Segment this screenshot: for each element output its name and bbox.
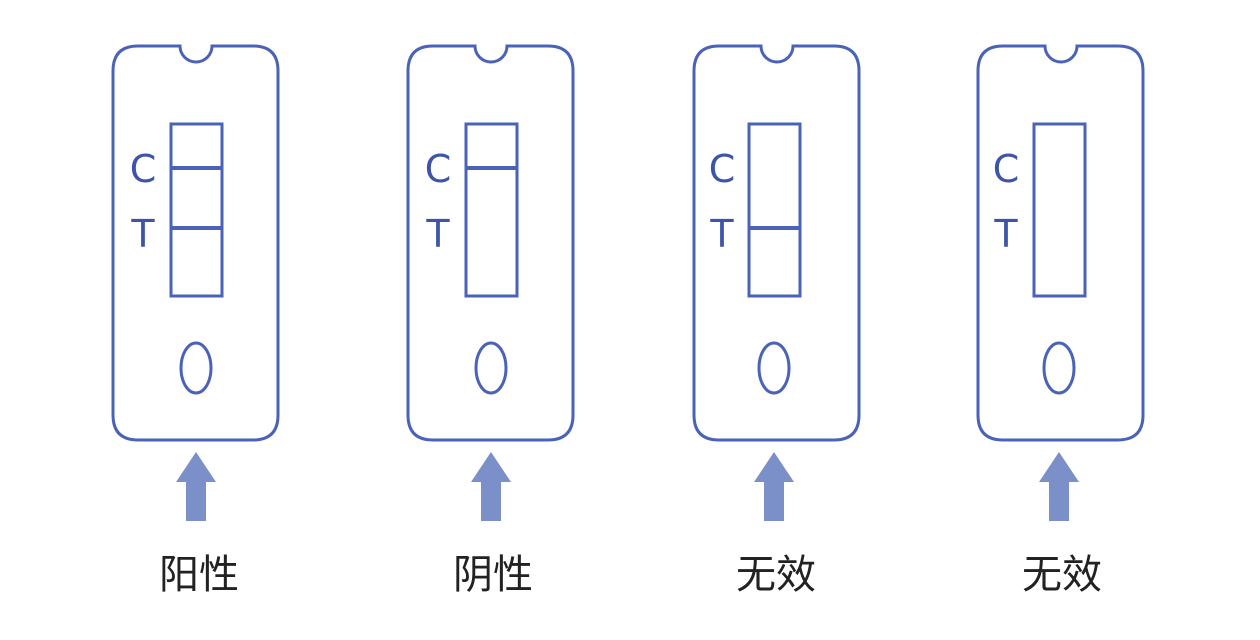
test-marker: T (130, 212, 155, 256)
result-window (464, 122, 519, 298)
card-group-3: C T 无效 (692, 44, 861, 598)
result-label: 阴性 (453, 552, 533, 598)
arrow-up-icon (471, 452, 511, 521)
result-window (747, 122, 802, 298)
result-label: 阳性 (159, 552, 239, 598)
result-label: 无效 (1022, 552, 1102, 598)
test-cassette (976, 44, 1145, 442)
sample-well (757, 341, 791, 395)
sample-well (474, 341, 508, 395)
control-marker: C (993, 147, 1020, 191)
card-group-2: C T 阴性 (406, 44, 575, 598)
result-window (1032, 122, 1087, 298)
test-marker: T (709, 212, 734, 256)
sample-well (1042, 341, 1076, 395)
control-marker: C (130, 147, 157, 191)
card-group-1: C T 阳性 (111, 44, 280, 598)
card-group-4: C T 无效 (976, 44, 1145, 598)
result-label: 无效 (736, 552, 816, 598)
test-marker: T (993, 212, 1018, 256)
test-cassette (692, 44, 861, 442)
arrow-up-icon (754, 452, 794, 521)
sample-well (179, 341, 213, 395)
arrow-up-icon (1039, 452, 1079, 521)
control-marker: C (709, 147, 736, 191)
test-cassette (111, 44, 280, 442)
result-window (169, 122, 224, 298)
test-cassette (406, 44, 575, 442)
arrow-up-icon (176, 452, 216, 521)
test-marker: T (425, 212, 450, 256)
control-marker: C (425, 147, 452, 191)
